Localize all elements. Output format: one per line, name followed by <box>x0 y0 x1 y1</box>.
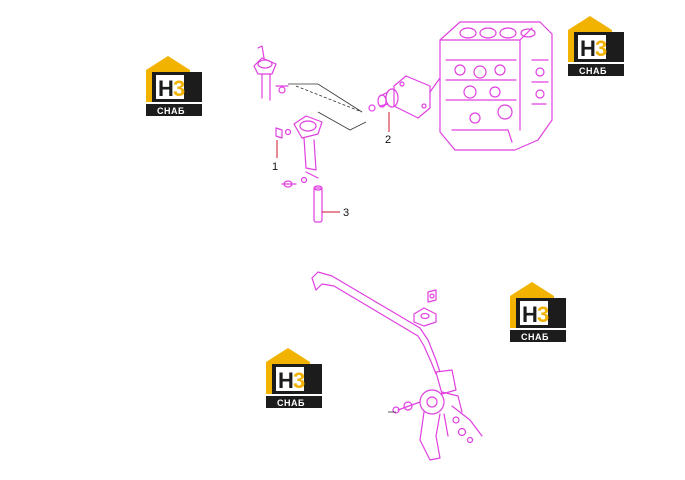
watermark-label-1: СНАБ <box>157 106 185 116</box>
watermark-logo-2: H 3 СНАБ <box>568 16 624 76</box>
watermark-logo-1: H 3 СНАБ <box>146 56 202 116</box>
upper-lever <box>253 45 289 101</box>
engine-block <box>439 21 553 151</box>
coupling-seal <box>368 88 399 112</box>
svg-text:H: H <box>158 76 174 101</box>
callout-1: 1 <box>272 161 278 173</box>
watermark-label-3: СНАБ <box>521 332 549 342</box>
callout-2: 2 <box>385 134 391 146</box>
watermark-logo-4: H 3 СНАБ <box>266 348 322 408</box>
svg-text:H: H <box>278 368 294 393</box>
svg-text:3: 3 <box>595 36 607 61</box>
svg-text:H: H <box>522 302 538 327</box>
watermark-label-4: СНАБ <box>277 398 305 408</box>
svg-text:H: H <box>580 36 596 61</box>
svg-text:3: 3 <box>293 368 305 393</box>
throttle-lever-assembly <box>388 369 483 461</box>
pin <box>313 185 323 223</box>
callout-3: 3 <box>343 207 349 219</box>
watermark-logo-3: H 3 СНАБ <box>510 282 566 342</box>
watermark-label-2: СНАБ <box>579 66 607 76</box>
control-rod <box>311 271 441 375</box>
governor-lever <box>275 115 323 188</box>
rod-bracket <box>413 289 437 327</box>
svg-text:3: 3 <box>537 302 549 327</box>
mounting-flange <box>393 75 441 119</box>
svg-text:3: 3 <box>173 76 185 101</box>
